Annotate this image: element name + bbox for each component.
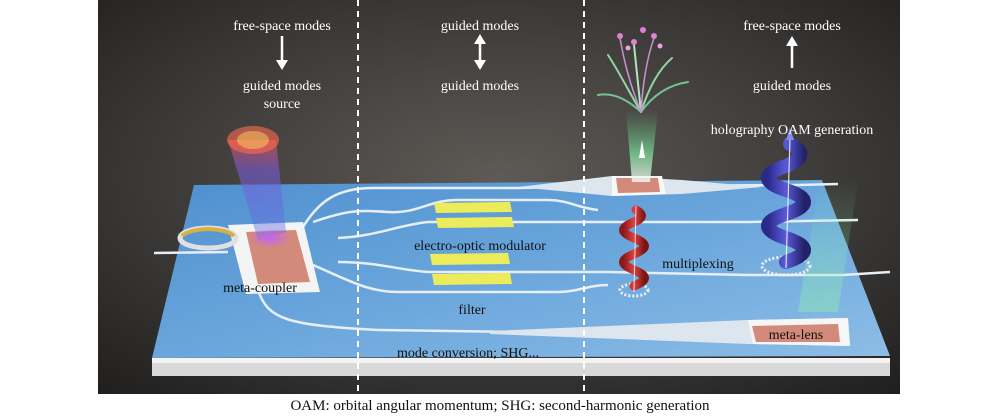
modulator-label: electro-optic modulator bbox=[414, 239, 546, 254]
left-bottom-label: guided modes bbox=[243, 79, 321, 94]
left-top-label: free-space modes bbox=[233, 19, 331, 34]
meta-coupler-device bbox=[227, 126, 320, 294]
multiplexing-helix bbox=[618, 205, 650, 298]
ring-resonator bbox=[177, 225, 239, 251]
modulator-electrodes bbox=[434, 202, 514, 228]
mode-conversion-label: mode conversion; SHG... bbox=[397, 346, 539, 361]
arrow-down-icon bbox=[276, 36, 288, 70]
filter-electrodes bbox=[430, 253, 512, 285]
arrow-bidirectional-icon bbox=[474, 34, 486, 70]
right-bottom-label: guided modes bbox=[753, 79, 831, 94]
meta-lens-device bbox=[490, 180, 858, 346]
middle-top-label: guided modes bbox=[441, 19, 519, 34]
holography-metasurface bbox=[518, 176, 762, 196]
figure-caption: OAM: orbital angular momentum; SHG: seco… bbox=[290, 398, 710, 414]
filter-label: filter bbox=[458, 303, 486, 318]
chip-edge bbox=[152, 358, 890, 363]
right-top-label: free-space modes bbox=[743, 19, 841, 34]
arrow-up-icon bbox=[786, 36, 798, 68]
multiplexing-label: multiplexing bbox=[662, 257, 734, 272]
integrated-photonics-figure: free-space modes guided modes source gui… bbox=[98, 0, 900, 394]
chip-surface bbox=[152, 180, 890, 358]
holography-beam bbox=[597, 27, 689, 182]
source-label: source bbox=[264, 97, 301, 112]
holography-label: holography OAM generation bbox=[711, 123, 874, 138]
oam-helix bbox=[760, 128, 812, 277]
meta-coupler-label: meta-coupler bbox=[223, 281, 297, 296]
middle-bottom-label: guided modes bbox=[441, 79, 519, 94]
meta-lens-label: meta-lens bbox=[769, 328, 823, 343]
